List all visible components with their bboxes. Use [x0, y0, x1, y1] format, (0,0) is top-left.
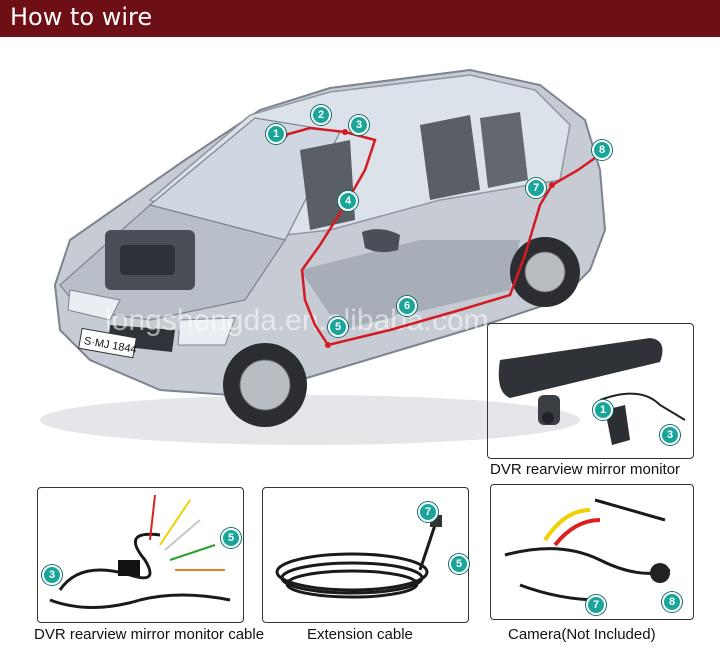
page-title: How to wire: [10, 3, 153, 31]
side-mirror: [362, 229, 400, 253]
rear-seat: [420, 115, 480, 200]
engine-cover: [120, 245, 175, 275]
header-bar: How to wire: [0, 0, 720, 37]
monitor-cable-caption: DVR rearview mirror monitor cable: [34, 626, 265, 643]
camera-rca-red: [553, 518, 601, 547]
camera-lens: [650, 563, 670, 583]
headlight-right: [177, 317, 236, 346]
badge-6: 6: [397, 296, 417, 316]
mirror-monitor-panel: [487, 323, 694, 459]
cable-badge-3: 3: [42, 565, 62, 585]
harness-white: [164, 519, 201, 551]
license-plate: [78, 327, 137, 359]
rear-seat-right: [480, 112, 528, 188]
badge-2: 2: [311, 105, 331, 125]
camera-panel: [490, 484, 694, 620]
badge-1: 1: [266, 124, 286, 144]
harness-black: [58, 532, 161, 591]
headlight-left: [67, 289, 121, 321]
car-floor: [300, 240, 520, 330]
wiring-route: [284, 126, 596, 347]
mirror-badge-1: 1: [593, 400, 613, 420]
badge-5: 5: [328, 317, 348, 337]
route-node: [325, 342, 331, 348]
extension-cable-panel: [262, 487, 469, 623]
extension-cable-caption: Extension cable: [307, 626, 413, 643]
cable-badge-5: 5: [221, 528, 241, 548]
harness-yellow: [159, 499, 191, 546]
camera-rca-yellow: [543, 508, 591, 542]
harness-green: [169, 544, 216, 561]
camera-badge-7: 7: [586, 595, 606, 615]
mirror-wire: [599, 392, 686, 421]
route-node: [549, 182, 555, 188]
camera-caption: Camera(Not Included): [508, 626, 656, 643]
mirror-monitor-caption: DVR rearview mirror monitor: [490, 461, 681, 478]
camera-badge-8: 8: [662, 592, 682, 612]
extension-badge-7: 7: [418, 502, 438, 522]
car-shadow: [40, 395, 580, 445]
front-wheel-rim: [239, 359, 291, 411]
route-node: [342, 129, 348, 135]
harness-fuse: [118, 560, 140, 576]
badge-8: 8: [592, 140, 612, 160]
rear-wheel-rim: [524, 251, 566, 293]
mirror-mount-knob: [542, 412, 554, 424]
watermark: longshengda.en.alibaba.com: [105, 304, 489, 337]
badge-3: 3: [349, 115, 369, 135]
camera-wire-top: [594, 498, 666, 522]
badge-4: 4: [338, 191, 358, 211]
extension-coil-1: [275, 552, 429, 592]
harness-main: [49, 593, 231, 609]
mirror-monitor: [498, 338, 663, 398]
harness-red: [149, 494, 156, 541]
mirror-badge-3: 3: [660, 425, 680, 445]
extension-coil-2: [280, 561, 424, 595]
monitor-cable-panel: [37, 487, 244, 623]
extension-badge-5: 5: [449, 554, 469, 574]
extension-coil-3: [285, 569, 419, 599]
badge-7: 7: [526, 178, 546, 198]
extension-lead: [418, 524, 437, 571]
